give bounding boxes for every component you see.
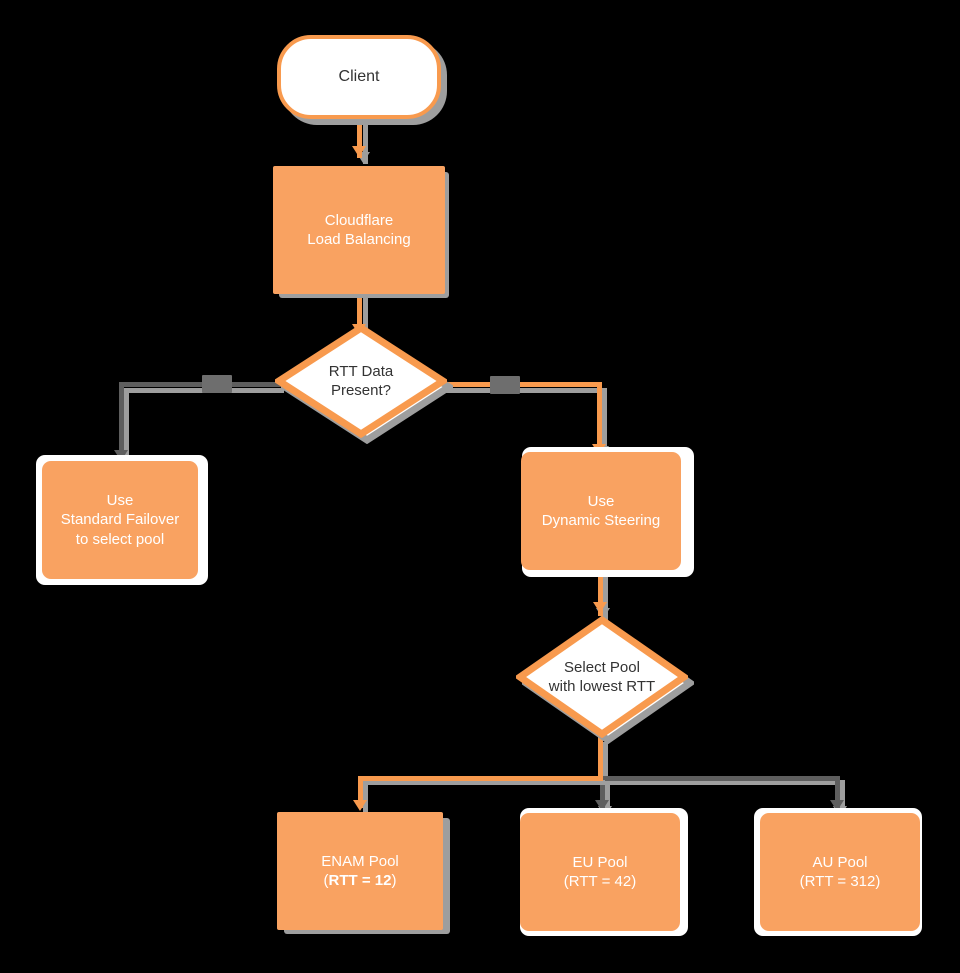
node-au-pool-name: AU Pool xyxy=(812,853,868,871)
node-eu-pool-rtt-value: RTT = 42 xyxy=(568,873,632,890)
node-eu-pool-rtt: (RTT = 42) xyxy=(564,872,636,891)
edge-shadow-segment-horizontal xyxy=(363,780,605,785)
edge-arrowhead xyxy=(353,800,367,811)
node-eu-pool[interactable]: EU Pool (RTT = 42) xyxy=(520,813,680,931)
node-eu-pool-name: EU Pool xyxy=(572,853,628,871)
edge-segment-vertical xyxy=(358,776,363,808)
edge-segment-vertical xyxy=(357,114,362,158)
edge-shadow-arrowhead xyxy=(356,152,370,163)
edge-label-rtt-decision-yes xyxy=(490,376,520,394)
node-au-pool-rtt-open: ( xyxy=(799,873,805,890)
edge-segment-vertical xyxy=(835,776,840,812)
node-standard-failover-line1: Use xyxy=(106,492,134,510)
node-enam-pool-name: ENAM Pool xyxy=(321,852,399,870)
edge-shadow-segment-horizontal xyxy=(442,388,607,393)
node-au-pool-rtt-close: ) xyxy=(875,873,881,890)
edge-segment-vertical xyxy=(597,382,602,454)
node-dynamic-steering-line2: Dynamic Steering xyxy=(541,512,661,529)
node-select-pool[interactable]: Select Pool with lowest RTT xyxy=(516,616,688,738)
edge-segment-horizontal xyxy=(358,776,603,781)
edge-segment-horizontal xyxy=(600,776,840,781)
node-enam-pool[interactable]: ENAM Pool (RTT = 12) xyxy=(277,812,443,930)
node-dynamic-steering[interactable]: Use Dynamic Steering xyxy=(521,452,681,570)
edge-segment-vertical xyxy=(600,776,605,812)
edge-shadow-segment-vertical xyxy=(602,388,607,460)
node-au-pool-rtt: (RTT = 312) xyxy=(800,872,881,891)
edge-arrowhead xyxy=(830,800,844,811)
node-au-pool-rtt-value: RTT = 312 xyxy=(804,873,876,890)
edge-shadow-segment xyxy=(363,298,368,340)
edge-shadow-segment-horizontal xyxy=(605,780,845,785)
node-standard-failover-line3: to select pool xyxy=(75,530,165,548)
node-client-label: Client xyxy=(338,67,380,85)
node-eu-pool-rtt-close: ) xyxy=(631,873,637,890)
edge-trunk-vertical xyxy=(598,736,603,778)
node-enam-pool-rtt-value: RTT = 12 xyxy=(328,872,392,889)
node-load-balancing-line1: Cloudflare xyxy=(324,211,394,229)
node-au-pool[interactable]: AU Pool (RTT = 312) xyxy=(760,813,920,931)
edge-shadow-arrowhead xyxy=(596,608,610,619)
edge-arrowhead xyxy=(593,602,607,613)
edge-shadow-segment-vertical xyxy=(363,780,368,812)
edge-shadow-segment xyxy=(363,120,368,164)
edge-shadow-segment xyxy=(605,780,610,816)
node-dynamic-steering-line1: Use xyxy=(587,492,615,510)
node-load-balancing-line2: Load Balancing xyxy=(307,231,411,248)
node-enam-pool-rtt: (RTT = 12) xyxy=(321,871,399,890)
edge-segment-vertical xyxy=(357,292,362,334)
node-load-balancing[interactable]: Cloudflare Load Balancing xyxy=(273,166,445,294)
edge-arrowhead xyxy=(595,800,609,811)
edge-arrowhead xyxy=(352,146,366,157)
edge-segment-horizontal xyxy=(119,382,284,387)
edge-shadow-segment-vertical xyxy=(124,388,129,466)
edge-shadow-trunk xyxy=(603,742,608,780)
edge-segment-vertical xyxy=(598,570,603,616)
node-client[interactable]: Client xyxy=(277,35,441,119)
node-eu-pool-rtt-open: ( xyxy=(563,873,569,890)
edge-segment-vertical xyxy=(119,382,124,460)
node-standard-failover[interactable]: Use Standard Failover to select pool xyxy=(42,461,198,579)
edge-shadow-segment xyxy=(603,576,608,622)
node-standard-failover-line2: Standard Failover xyxy=(60,511,180,529)
edge-shadow-segment-vertical xyxy=(840,780,845,816)
node-enam-pool-rtt-close: ) xyxy=(391,872,397,889)
edge-label-rtt-decision-no xyxy=(202,375,232,393)
node-rtt-decision[interactable]: RTT Data Present? xyxy=(275,324,447,438)
node-enam-pool-rtt-open: ( xyxy=(323,872,329,889)
